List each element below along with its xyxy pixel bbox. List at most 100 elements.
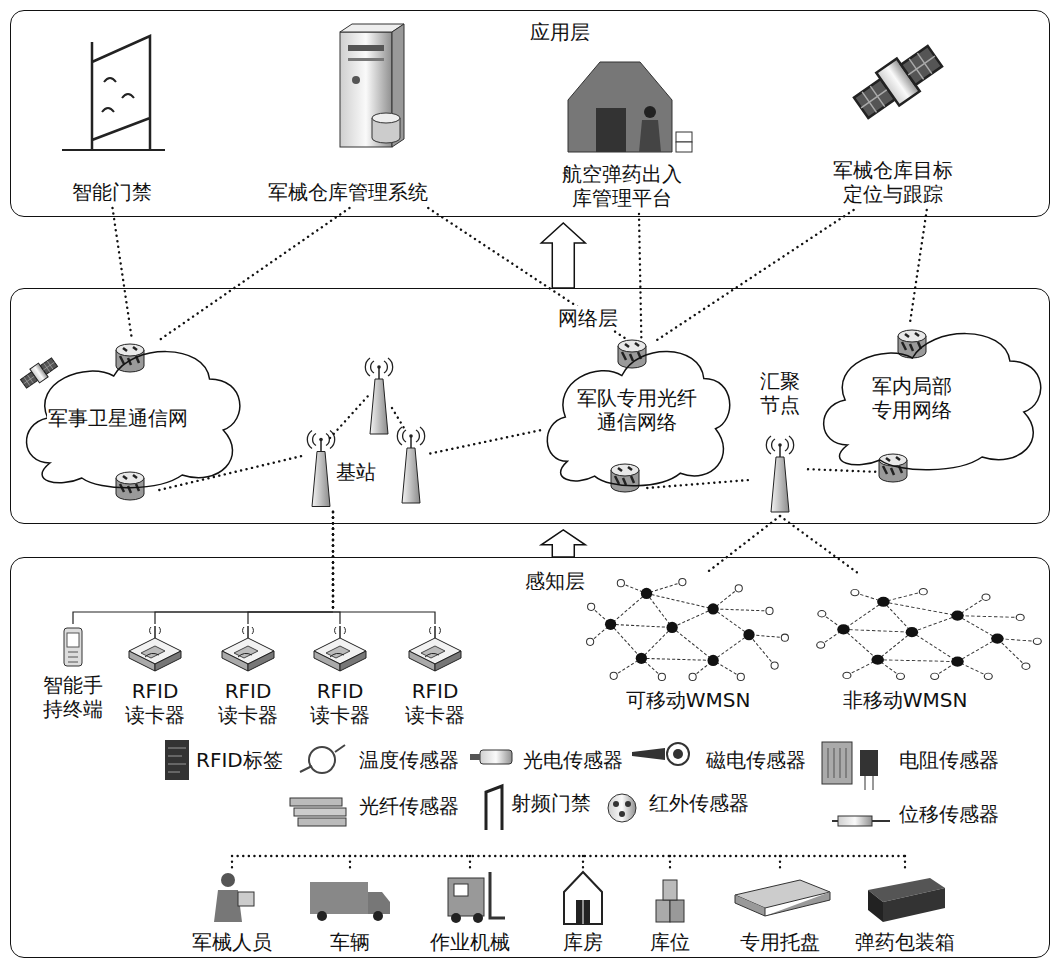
bus-connector xyxy=(73,512,333,624)
object-label: 作业机械 xyxy=(429,930,511,954)
rfid-reader-icons xyxy=(222,626,274,671)
bus-line xyxy=(248,612,333,624)
node-label: RFID 读卡器 xyxy=(123,679,187,727)
dotted-link xyxy=(808,469,880,472)
object-label: 库位 xyxy=(649,930,691,954)
router-icons xyxy=(611,464,639,492)
dotted-link xyxy=(159,455,305,490)
object-icons xyxy=(656,900,670,922)
object-icons xyxy=(576,900,590,924)
rfid-reader-icons xyxy=(129,626,181,671)
layer-flow-arrow xyxy=(541,223,585,288)
object-icons xyxy=(221,873,235,887)
object-icons xyxy=(373,911,383,921)
sensor-icons xyxy=(168,748,186,772)
object-icons xyxy=(583,900,584,924)
object-icons xyxy=(868,890,883,922)
bus-connector xyxy=(333,512,340,624)
dotted-link xyxy=(639,214,641,340)
node-label: 航空弹药出入 库管理平台 xyxy=(560,162,684,210)
node-label: 军队专用光纤 通信网络 xyxy=(575,386,699,434)
dotted-link xyxy=(430,430,540,453)
rfid-reader: RFID 读卡器 xyxy=(208,624,288,731)
bus-line xyxy=(333,612,435,624)
object-icons xyxy=(317,911,327,921)
sensor-label: 光纤传感器 xyxy=(358,794,460,818)
base-station-group: 基站 xyxy=(305,345,430,512)
network-cloud: 军事卫星通信网 xyxy=(18,340,246,490)
network-cloud: 军队专用光纤 通信网络 xyxy=(540,340,735,488)
warehouse-worker-icon xyxy=(676,142,692,152)
object-icons xyxy=(451,913,461,923)
warehouse-worker-icon xyxy=(644,106,656,118)
layer-band: 网络层军事卫星通信网基站 军队专用光纤 通信网络 汇聚 节点军内局部 专用网络 xyxy=(10,288,1050,524)
node-label: RFID 读卡器 xyxy=(216,679,280,727)
node-label: RFID 读卡器 xyxy=(403,679,467,727)
sensor-label: 红外传感器 xyxy=(648,791,750,815)
bus-line xyxy=(155,612,333,624)
sensor-icons xyxy=(828,748,846,778)
handheld-terminal: 智能手 持终端 xyxy=(37,624,109,725)
tower-icons xyxy=(307,358,793,512)
object-label: 库房 xyxy=(562,930,604,954)
dotted-link xyxy=(647,480,752,488)
application-node: 军械仓库目标 定位与跟踪 xyxy=(827,28,960,210)
node-label: 军械仓库管理系统 xyxy=(267,180,429,204)
tower-icons xyxy=(397,427,424,503)
rfid-reader: RFID 读卡器 xyxy=(395,624,475,731)
sensor-icons xyxy=(298,818,346,826)
wmsn-graph xyxy=(817,588,1042,679)
access-gate-icon xyxy=(102,78,134,112)
node-label: 非移动WMSN xyxy=(842,688,969,712)
layer-heading: 网络层 xyxy=(557,306,619,330)
object-label: 车辆 xyxy=(329,930,371,954)
object-icons xyxy=(883,888,945,922)
server-icon xyxy=(340,24,404,147)
access-gate-icon xyxy=(92,36,150,150)
rfid-reader-icons xyxy=(129,626,461,671)
sensor-icons xyxy=(838,816,872,826)
network-cloud: 军内局部 专用网络 xyxy=(815,322,1047,472)
dotted-link xyxy=(910,210,927,322)
warehouse-worker-icon xyxy=(596,108,626,152)
wmsn-graph xyxy=(587,579,789,681)
tower-icons xyxy=(766,436,793,512)
sink-node: 汇聚 节点 xyxy=(752,365,808,516)
server-icon xyxy=(352,76,360,84)
bus-line xyxy=(73,612,333,624)
server-icon xyxy=(372,113,400,123)
sensor-icons xyxy=(290,798,342,806)
sensor-icons xyxy=(822,742,852,784)
tower-icons xyxy=(365,358,392,434)
dotted-link xyxy=(780,516,859,574)
sensor-icons xyxy=(165,740,890,830)
application-node: 军械仓库管理系统 xyxy=(262,28,437,208)
handheld-icon xyxy=(67,633,79,647)
object-label: 专用托盘 xyxy=(739,930,821,954)
object-icons xyxy=(663,880,677,900)
bus-connector xyxy=(248,512,333,624)
tower-icons xyxy=(330,396,404,438)
access-gate-icon xyxy=(62,36,165,150)
sensor-icons xyxy=(625,801,631,807)
warehouse-worker-icon xyxy=(568,62,692,152)
sensor-icons xyxy=(860,750,878,776)
dotted-link xyxy=(705,516,780,574)
tower-icons xyxy=(307,431,334,507)
object-icons xyxy=(564,872,602,924)
handheld-icon xyxy=(68,652,78,662)
rfid-reader-icons xyxy=(409,626,461,671)
layer-heading: 应用层 xyxy=(529,20,591,44)
node-label: RFID 读卡器 xyxy=(308,679,372,727)
bus-line xyxy=(333,612,340,624)
layer-heading: 感知层 xyxy=(524,569,586,593)
sensor-icons xyxy=(480,750,512,764)
satellite-icon xyxy=(850,40,947,124)
wmsn-network: 非移动WMSN xyxy=(812,574,1048,716)
sensor-icons xyxy=(165,740,189,780)
object-icons xyxy=(368,892,390,914)
sensor-label: RFID标签 xyxy=(195,748,284,772)
sensor-icons xyxy=(470,754,480,760)
sensor-label: 电阻传感器 xyxy=(898,748,1000,772)
